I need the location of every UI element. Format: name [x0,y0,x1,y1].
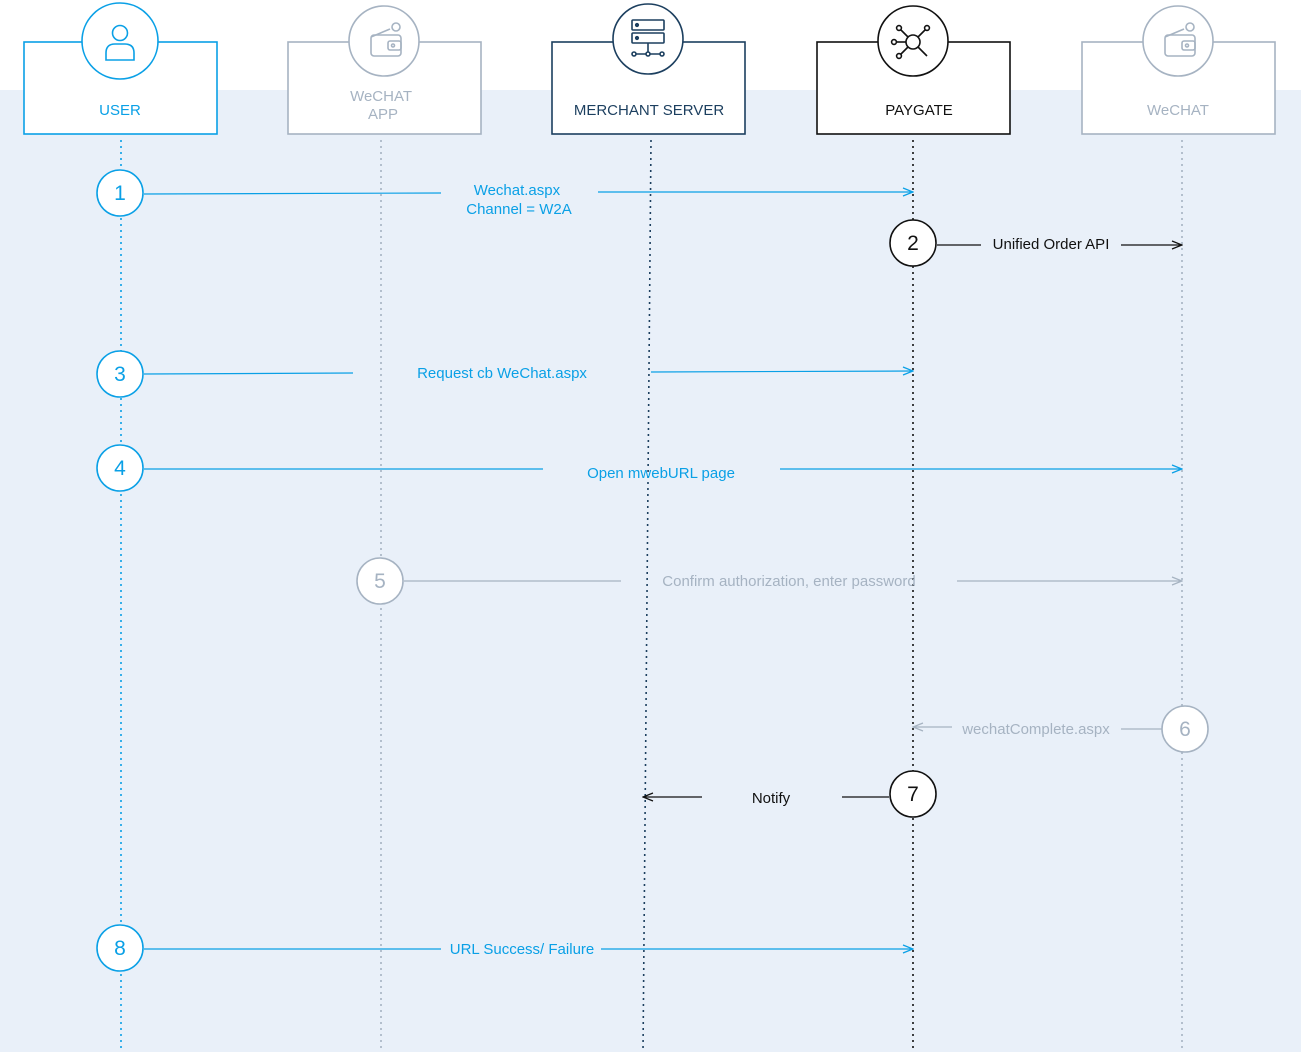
network-hub-icon [890,24,931,60]
step-7-label: Notify [752,790,791,807]
step-1-label: Wechat.aspx Channel = W2A [466,182,571,218]
step-7-number: 7 [907,783,919,806]
step-3-label: Request cb WeChat.aspx [417,365,587,382]
lifeline-merchant-server [642,139,652,1052]
step-2-number: 2 [907,232,919,255]
participant-paygate: PAYGATE [816,5,1011,135]
step-3-message: 3 Request cb WeChat.aspx [96,350,913,398]
participant-paygate-label: PAYGATE [885,102,953,119]
step-3-number: 3 [114,363,126,386]
participant-merchant-server: MERCHANT SERVER [551,3,746,135]
step-5-label: Confirm authorization, enter password [662,573,915,590]
step-8-message: 8 URL Success/ Failure [96,924,913,972]
participant-wechat-app: WeCHAT APP [287,5,482,135]
step-7-message: 7 Notify [643,770,937,818]
step-6-message: 6 wechatComplete.aspx [913,705,1209,753]
step-5-number: 5 [374,570,386,593]
step-2-label: Unified Order API [993,236,1110,253]
step-6-label: wechatComplete.aspx [961,721,1110,738]
step-1-label-line1: Wechat.aspx [474,182,561,199]
step-3-arrow-tail [143,372,354,375]
participant-user: USER [23,2,218,135]
participant-user-label: USER [99,102,141,119]
wallet-icon [1164,22,1196,57]
step-1-number: 1 [114,182,126,205]
step-8-number: 8 [114,937,126,960]
user-icon [105,24,135,61]
step-8-label: URL Success/ Failure [450,941,595,958]
wallet-icon [370,22,402,57]
step-4-number: 4 [114,457,126,480]
lifelines [120,139,1183,1052]
step-1-message: 1 Wechat.aspx Channel = W2A [96,169,913,218]
step-6-number: 6 [1179,718,1191,741]
step-4-label: Open mwebURL page [587,465,735,482]
step-1-arrow [143,192,442,195]
participant-wechat: WeCHAT [1081,5,1276,135]
participant-merchant-server-label: MERCHANT SERVER [574,102,724,119]
step-4-message: 4 Open mwebURL page [96,444,1182,492]
step-1-label-line2: Channel = W2A [466,201,571,218]
server-icon [631,19,665,57]
participant-wechat-app-label: WeCHAT APP [350,88,416,123]
participant-wechat-app-label-line1: WeCHAT [350,88,412,105]
step-2-message: 2 Unified Order API [889,219,1182,267]
step-5-message: 5 Confirm authorization, enter password [356,557,1182,605]
participant-wechat-app-label-line2: APP [368,106,398,123]
participant-wechat-label: WeCHAT [1147,102,1209,119]
diagram-background-band [0,90,1301,1052]
step-3-arrow [650,371,913,372]
